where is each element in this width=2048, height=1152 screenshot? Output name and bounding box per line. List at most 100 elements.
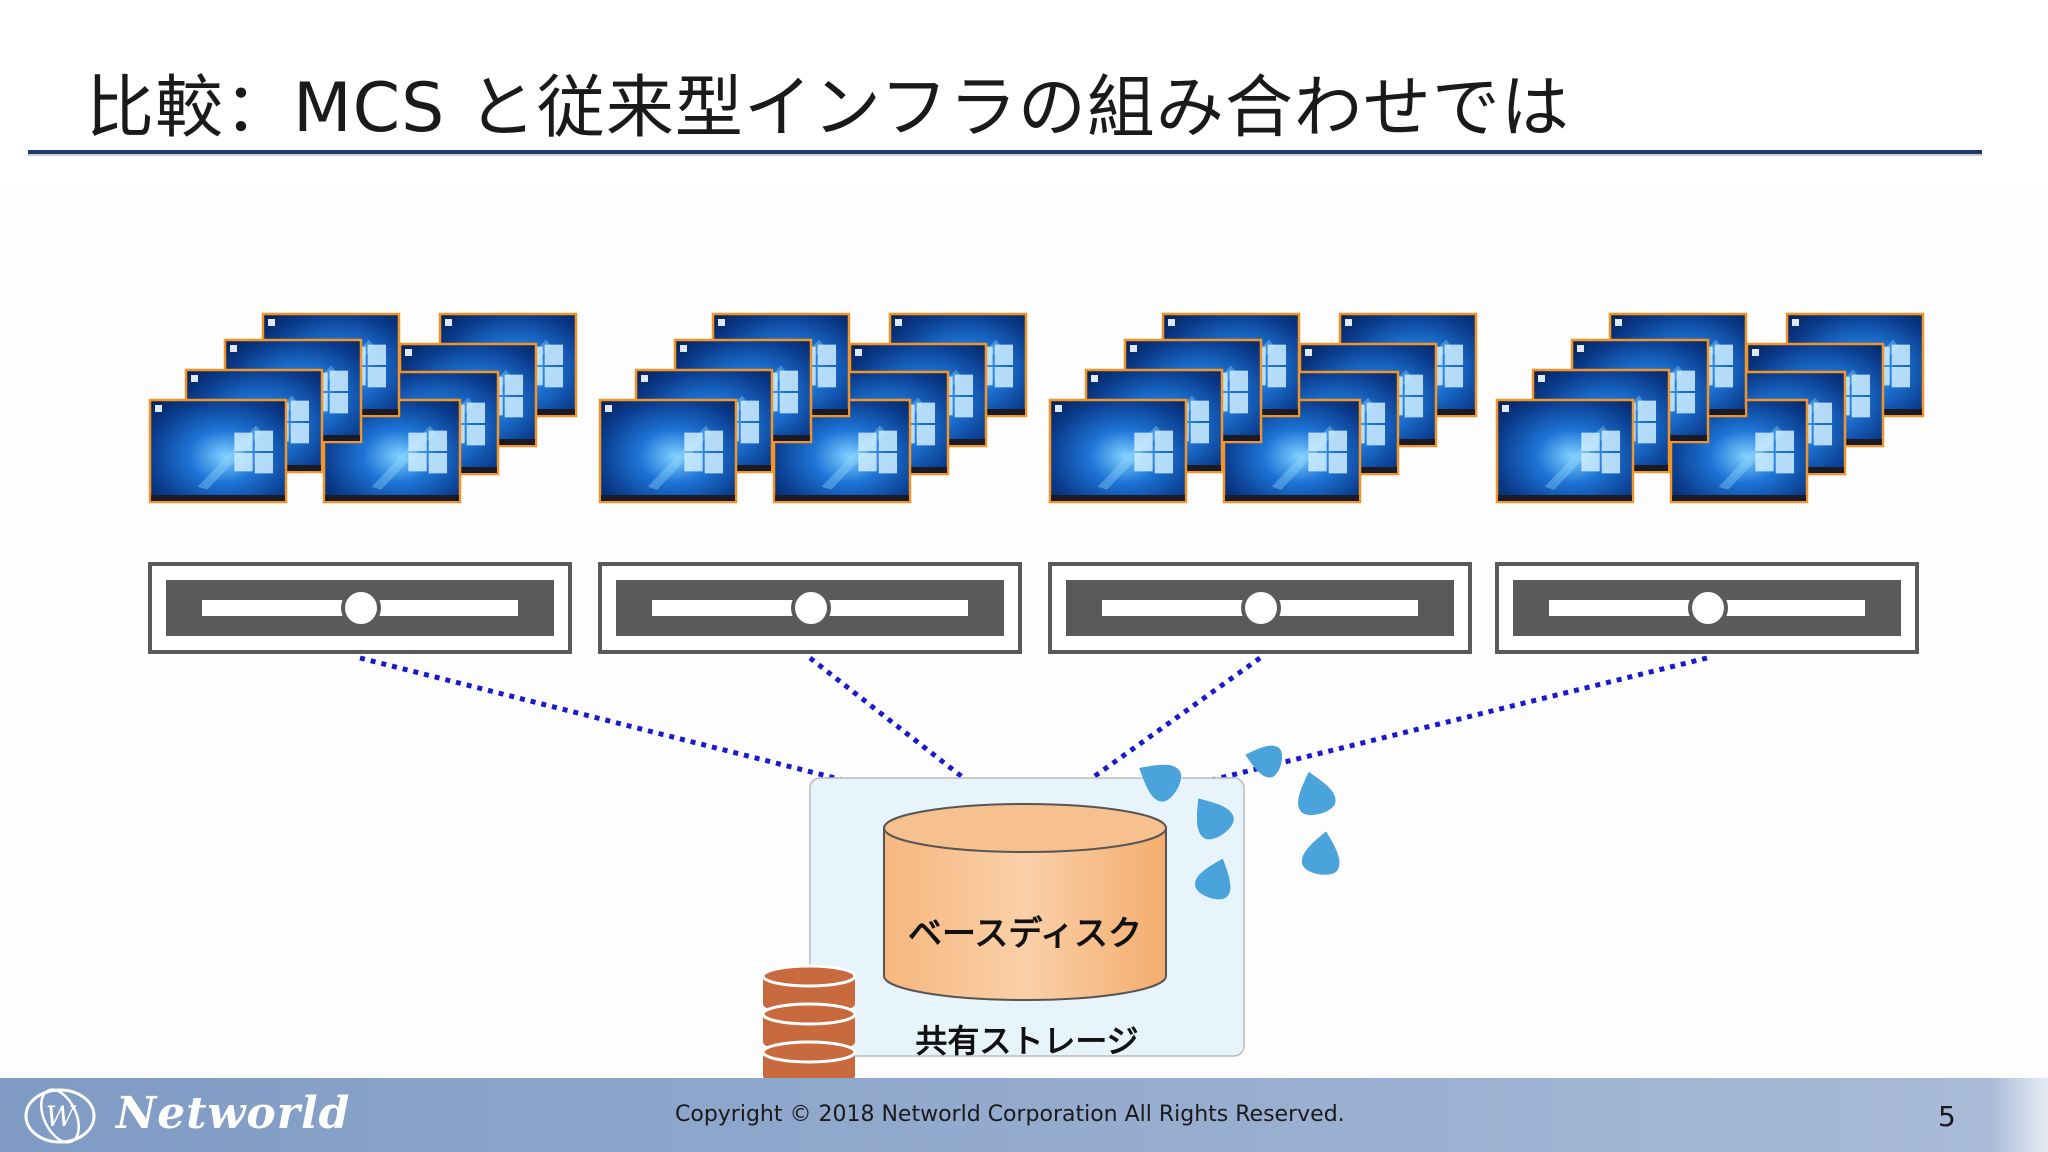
windows-logo-icon <box>1308 432 1327 451</box>
connection-line-1 <box>359 655 1026 829</box>
windows-logo-pane <box>817 344 837 365</box>
windows-logo-pane <box>1366 402 1386 423</box>
windows-logo-pane <box>1755 453 1774 472</box>
server-power-button-icon <box>341 588 381 628</box>
footer-bar: W Networld Copyright © 2018 Networld Cor… <box>0 1078 2048 1152</box>
diagram-canvas: ベースディスク 共有ストレージ <box>0 190 2048 1080</box>
desktop-icon <box>1055 405 1062 412</box>
windows-logo-icon <box>1755 432 1774 451</box>
desktop-icon <box>1502 405 1509 412</box>
slide-title: 比較：MCS と従来型インフラの組み合わせでは <box>86 69 1570 148</box>
windows-logo-pane <box>466 425 486 446</box>
windows-logo-icon <box>234 432 253 451</box>
server-2 <box>598 562 1022 654</box>
windows-logo-pane <box>1404 397 1424 418</box>
windows-logo-pane <box>1134 453 1153 472</box>
vm-taskbar <box>151 495 285 501</box>
windows-logo-icon <box>858 432 877 451</box>
desktop-icon <box>1091 375 1098 382</box>
desktop-icon <box>1130 345 1137 352</box>
sweat-drop-icon-1 <box>1139 764 1181 802</box>
windows-logo-pane <box>367 367 387 388</box>
server-1 <box>148 562 572 654</box>
windows-logo-pane <box>1444 344 1464 365</box>
base-disk-top <box>883 803 1167 853</box>
vm-window-2-4 <box>772 398 912 504</box>
windows-logo-pane <box>290 400 310 421</box>
windows-logo-pane <box>1229 370 1249 391</box>
server-power-button-icon <box>1688 588 1728 628</box>
windows-logo-pane <box>329 393 349 414</box>
windows-logo-pane <box>704 453 724 474</box>
windows-logo-pane <box>234 453 253 472</box>
windows-logo-pane <box>1267 344 1287 365</box>
storage-icon <box>761 964 857 1080</box>
desktop-icon <box>230 345 237 352</box>
windows-logo-icon <box>408 432 427 451</box>
windows-logo-pane <box>1404 374 1424 395</box>
vm-window-4-8 <box>1495 398 1635 504</box>
windows-logo-pane <box>1190 423 1210 444</box>
sweat-drop-icon-3 <box>1245 745 1282 778</box>
title-underline <box>28 150 1982 154</box>
windows-logo-pane <box>1601 453 1621 474</box>
windows-logo-pane <box>740 400 760 421</box>
storage-icon-rim-2 <box>761 1002 857 1026</box>
desktop-icon <box>718 319 725 326</box>
vm-taskbar <box>1225 495 1359 501</box>
connection-line-3 <box>1023 655 1262 829</box>
desktop-icon <box>155 405 162 412</box>
windows-logo-pane <box>329 370 349 391</box>
base-disk-label: ベースディスク <box>908 914 1142 954</box>
windows-logo-pane <box>1154 430 1174 451</box>
desktop-icon <box>895 319 902 326</box>
windows-logo-pane <box>1581 453 1600 472</box>
vm-taskbar <box>775 495 909 501</box>
networld-logo-icon: W <box>24 1088 96 1144</box>
windows-logo-pane <box>1154 453 1174 474</box>
sweat-drop-icon-4 <box>1298 771 1336 815</box>
desktop-icon <box>1615 319 1622 326</box>
desktop-icon <box>1792 319 1799 326</box>
windows-logo-pane <box>954 374 974 395</box>
windows-logo-icon <box>1581 432 1600 451</box>
windows-logo-pane <box>1637 400 1657 421</box>
desktop-icon <box>1345 319 1352 326</box>
windows-logo-pane <box>1714 344 1734 365</box>
windows-logo-pane <box>367 344 387 365</box>
windows-logo-pane <box>1366 425 1386 446</box>
windows-logo-pane <box>817 367 837 388</box>
windows-logo-pane <box>994 367 1014 388</box>
windows-logo-pane <box>704 430 724 451</box>
windows-logo-pane <box>1229 393 1249 414</box>
windows-logo-pane <box>1775 453 1795 474</box>
windows-logo-pane <box>878 430 898 451</box>
windows-logo-pane <box>1775 430 1795 451</box>
windows-logo-pane <box>779 370 799 391</box>
windows-logo-pane <box>428 430 448 451</box>
windows-logo-pane <box>254 453 274 474</box>
windows-logo-pane <box>504 397 524 418</box>
sweat-drop-icon-2 <box>1196 798 1234 840</box>
server-power-button-icon <box>791 588 831 628</box>
windows-logo-pane <box>1190 400 1210 421</box>
footer-fade <box>1988 1078 2048 1152</box>
desktop-icon <box>1577 345 1584 352</box>
company-logo-text: Networld <box>116 1088 351 1139</box>
page-number: 5 <box>1938 1100 1956 1133</box>
windows-logo-pane <box>779 393 799 414</box>
copyright-text: Copyright © 2018 Networld Corporation Al… <box>675 1102 1345 1127</box>
desktop-icon <box>1168 319 1175 326</box>
vm-window-3-8 <box>1048 398 1188 504</box>
sweat-drop-icon-6 <box>1195 858 1231 900</box>
windows-logo-pane <box>858 453 877 472</box>
vm-taskbar <box>1672 495 1806 501</box>
windows-logo-pane <box>1813 425 1833 446</box>
windows-logo-pane <box>1891 344 1911 365</box>
desktop-icon <box>445 319 452 326</box>
windows-logo-pane <box>954 397 974 418</box>
desktop-icon <box>191 375 198 382</box>
server-3 <box>1048 562 1472 654</box>
desktop-icon <box>605 405 612 412</box>
sweat-drop-icon-5 <box>1302 831 1340 875</box>
